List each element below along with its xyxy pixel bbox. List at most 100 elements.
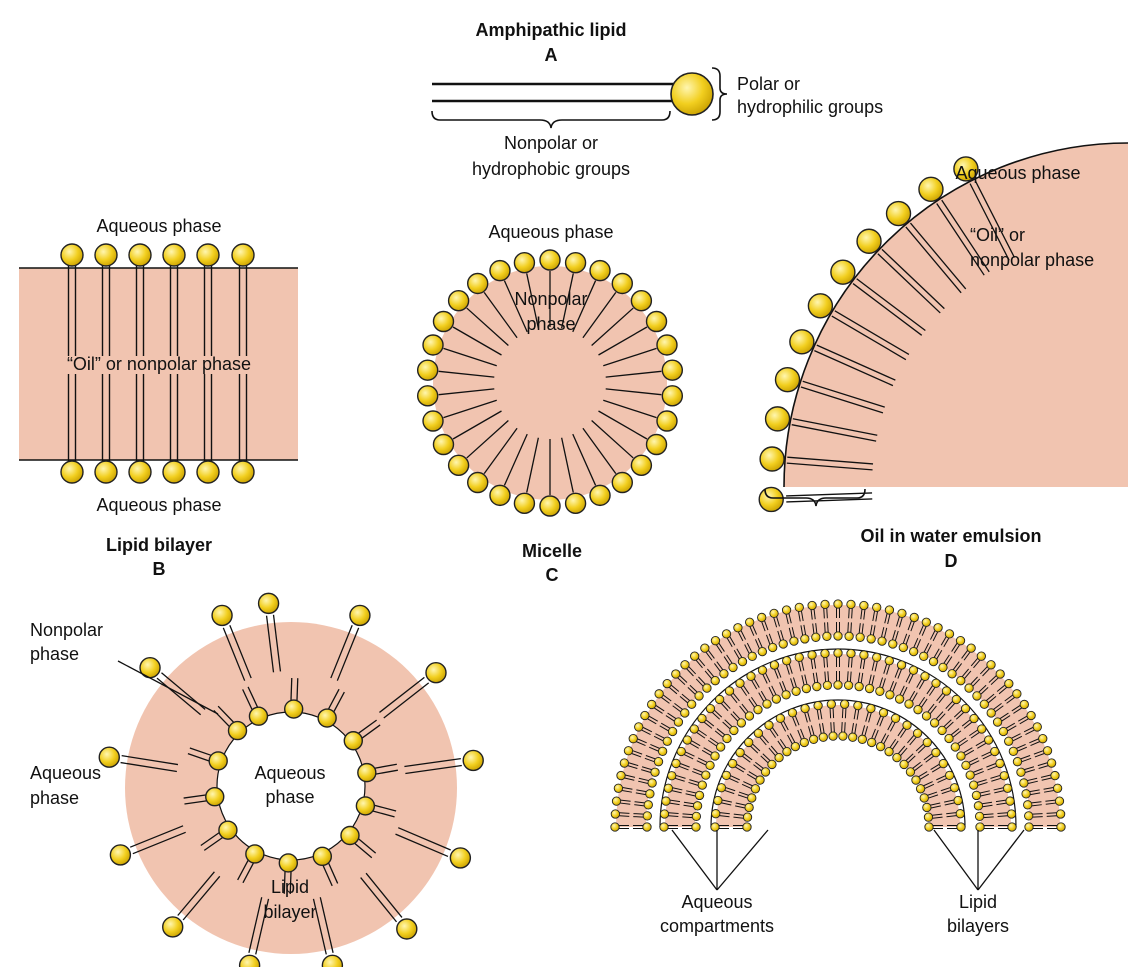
lipid-tail-line (927, 703, 935, 713)
lipid-head-icon (656, 410, 678, 432)
lipid-tail-line (669, 802, 680, 806)
lipid-tail-line (940, 636, 947, 646)
lipid-tail-line (864, 726, 869, 736)
lipid-head-icon (866, 703, 876, 714)
lipid-tail-line (961, 668, 970, 677)
lipid-head-icon (610, 809, 621, 819)
lipid-tail-line (1011, 704, 1021, 712)
lipid-tail-line (177, 871, 215, 916)
lipid-tail-line (772, 727, 779, 737)
lipid-tail-line (655, 733, 665, 739)
lipid-head-icon (769, 608, 779, 619)
lipid-tail-line (628, 762, 639, 767)
lipid-tail-line (760, 755, 769, 764)
lipid-head-icon (977, 724, 987, 734)
lipid-tail-line (943, 654, 950, 664)
lipid-tail-line (776, 668, 782, 678)
lipid-head-icon (729, 725, 739, 736)
lipid-tail-line (974, 180, 1016, 258)
lipid-head-icon (947, 669, 957, 679)
lipid-tail-line (633, 816, 644, 818)
lipid-tail-line (722, 721, 731, 730)
lipid-head-icon (949, 783, 960, 793)
lipid-head-icon (909, 646, 919, 657)
lipid-tail-line (689, 684, 698, 693)
lipid-tail-line (879, 716, 884, 727)
lipid-tail-line (973, 768, 983, 773)
lipid-head-icon (128, 243, 152, 267)
lipid-tail-line (754, 639, 760, 649)
lipid-tail-line (272, 614, 282, 672)
lipid-tail-line (980, 687, 989, 695)
lipid-head-icon (691, 822, 701, 832)
lipid-tail-line (705, 651, 713, 661)
lipid-tail-line (889, 681, 895, 691)
lipid-tail-line (880, 733, 887, 743)
lipid-tail-line (970, 657, 979, 667)
lipid-head-icon (781, 605, 792, 615)
lipid-head-icon (643, 800, 653, 810)
lipid-tail-line (561, 437, 574, 493)
lipid-tail-line (824, 671, 827, 682)
lipid-tail-line (936, 775, 946, 781)
bilayer-nonpolar-region (19, 268, 298, 460)
lipid-tail-line (964, 670, 972, 679)
lipid-tail-line (905, 634, 910, 645)
lipid-head-icon (416, 385, 439, 407)
lipid-tail-line (928, 794, 939, 799)
lipid-tail-line (748, 771, 758, 778)
lipid-tail-line (930, 630, 936, 640)
lipid-head-icon (623, 746, 634, 756)
lipid-tail-line (748, 698, 755, 708)
lipid-tail-line (926, 644, 932, 654)
lipid-tail-line (943, 637, 950, 648)
lipid-head-icon (964, 683, 974, 693)
lipid-head-icon (1008, 746, 1019, 756)
lipid-head-icon (931, 747, 941, 758)
lipid-tail-line (709, 737, 719, 744)
lipid-tail-line (764, 620, 769, 631)
lipid-tail-line (856, 709, 860, 720)
lipid-head-icon (867, 737, 877, 748)
lipid-head-icon (630, 454, 653, 477)
lipid-tail-line (189, 747, 213, 757)
lipid-tail-line (990, 677, 999, 686)
lipid-tail-line (356, 837, 377, 854)
lipid-tail-line (861, 725, 866, 736)
lipid-tail-line (682, 813, 693, 816)
lipid-head-icon (919, 793, 929, 803)
lipid-tail-line (1032, 813, 1043, 815)
lipid-tail-line (804, 712, 808, 723)
lipid-head-icon (921, 617, 931, 627)
lipid-head-icon (822, 680, 833, 691)
lipid-head-icon (109, 844, 132, 866)
lipid-tail-line (730, 713, 738, 722)
lipid-tail-line (947, 703, 956, 712)
lipid-tail-line (718, 642, 725, 652)
lipid-head-icon (513, 251, 536, 274)
lipid-tail-line (792, 716, 797, 727)
lipid-head-icon (833, 599, 843, 609)
lipid-tail-line (999, 712, 1009, 720)
lipid-tail-line (582, 427, 617, 474)
lipid-head-icon (647, 778, 657, 788)
lipid-tail-line (868, 674, 872, 685)
lipid-head-icon (689, 724, 699, 734)
lipid-head-icon (990, 746, 1000, 757)
lipid-tail-line (974, 770, 984, 776)
lipid-head-icon (884, 747, 894, 757)
lipid-tail-line (798, 661, 802, 672)
lipid-tail-line (874, 661, 878, 672)
lipid-tail-line (983, 813, 994, 816)
lipid-head-icon (984, 735, 994, 745)
lipid-tail-line (963, 747, 973, 754)
lipid-head-icon (746, 671, 756, 681)
lipid-tail-line (187, 753, 211, 763)
lipid-tail-line (726, 637, 733, 648)
lipid-head-icon (1052, 783, 1063, 793)
lipid-tail-line (894, 668, 900, 678)
lipid-head-icon (941, 686, 952, 696)
lipid-head-icon (911, 775, 921, 785)
lipid-tail-line (955, 663, 963, 672)
lipid-tail-line (951, 642, 958, 652)
